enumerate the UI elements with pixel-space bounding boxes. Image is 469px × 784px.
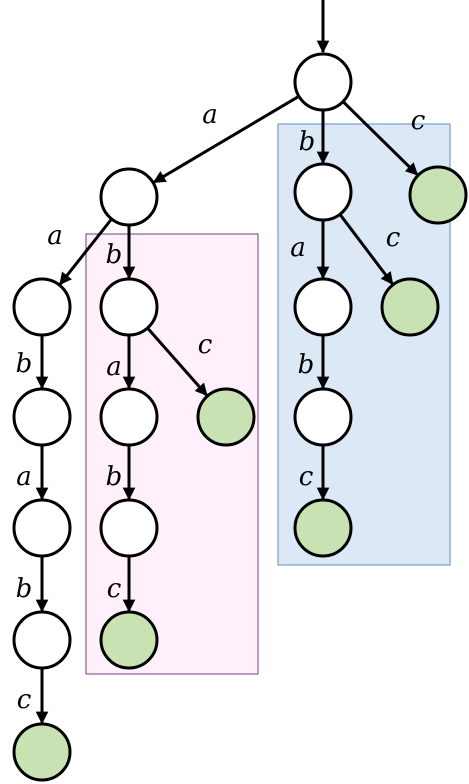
leaf-node xyxy=(380,277,440,337)
trie-node xyxy=(293,52,353,112)
edge-A-AA xyxy=(58,218,113,286)
edge-label: c xyxy=(411,106,426,136)
leaf-node xyxy=(196,387,256,447)
edge-B-BC xyxy=(338,213,394,285)
trie-node xyxy=(12,387,72,447)
trie-node xyxy=(99,498,159,558)
edge-label: c xyxy=(107,574,122,604)
edge-label: a xyxy=(16,462,32,492)
edge-root-C xyxy=(341,100,419,176)
trie-node xyxy=(99,167,159,227)
edge-label: a xyxy=(290,233,306,263)
edge-label: a xyxy=(106,352,122,382)
edge-label: b xyxy=(299,127,316,157)
edge-label: a xyxy=(47,221,63,251)
nodes xyxy=(12,52,468,782)
leaf-node xyxy=(408,165,468,225)
trie-node xyxy=(99,277,159,337)
edge-AB-ABC xyxy=(146,327,208,397)
edge-label: c xyxy=(17,685,32,715)
trie-node xyxy=(12,277,72,337)
edge-root-A xyxy=(152,95,300,184)
edge-label: b xyxy=(298,350,315,380)
trie-node xyxy=(12,498,72,558)
trie-node xyxy=(293,162,353,222)
edge-label: c xyxy=(198,330,213,360)
edge-labels: a c b a b b a b c a c b c a c b c xyxy=(16,100,426,715)
edge-label: b xyxy=(16,574,33,604)
leaf-node xyxy=(12,722,72,782)
leaf-node xyxy=(99,610,159,670)
edges xyxy=(35,0,419,725)
edge-label: b xyxy=(106,462,123,492)
leaf-node xyxy=(293,498,353,558)
trie-node xyxy=(293,277,353,337)
edge-label: c xyxy=(386,223,401,253)
edge-label: a xyxy=(202,100,218,130)
edge-label: b xyxy=(16,349,33,379)
trie-node xyxy=(12,610,72,670)
edge-label: b xyxy=(106,240,123,270)
trie-node xyxy=(99,387,159,447)
edge-label: c xyxy=(299,462,314,492)
trie-node xyxy=(293,387,353,447)
